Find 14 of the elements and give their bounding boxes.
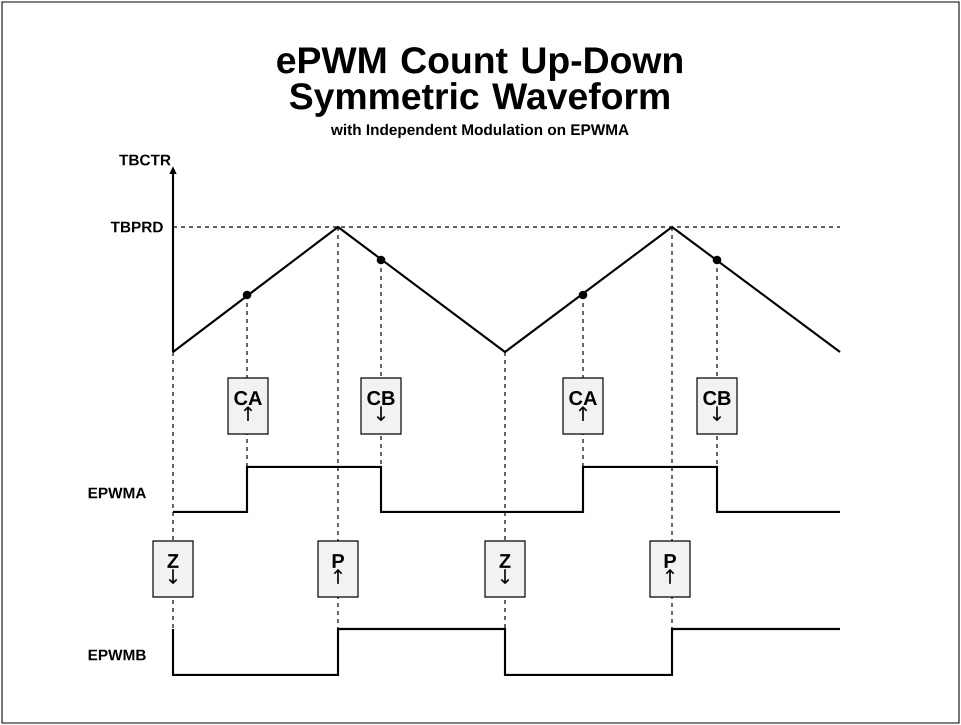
axis-label: TBCTR (119, 154, 171, 166)
event-box: Z ↓ (152, 540, 194, 598)
event-box: CB ↓ (360, 377, 402, 435)
signal-label: EPWMB (88, 650, 146, 660)
event-box: CB ↓ (696, 377, 738, 435)
event-box: CA ↑ (562, 377, 604, 435)
axis-label: TBPRD (110, 222, 163, 232)
subtitle: with Independent Modulation on EPWMA (330, 124, 629, 138)
event-box: Z ↓ (484, 540, 526, 598)
title: ePWM Count Up-Down Symmetric Waveform (277, 47, 682, 117)
signal-label: EPWMA (88, 488, 146, 498)
event-box: CA ↑ (227, 377, 269, 435)
event-box: P ↑ (317, 540, 359, 598)
event-box: P ↑ (649, 540, 691, 598)
